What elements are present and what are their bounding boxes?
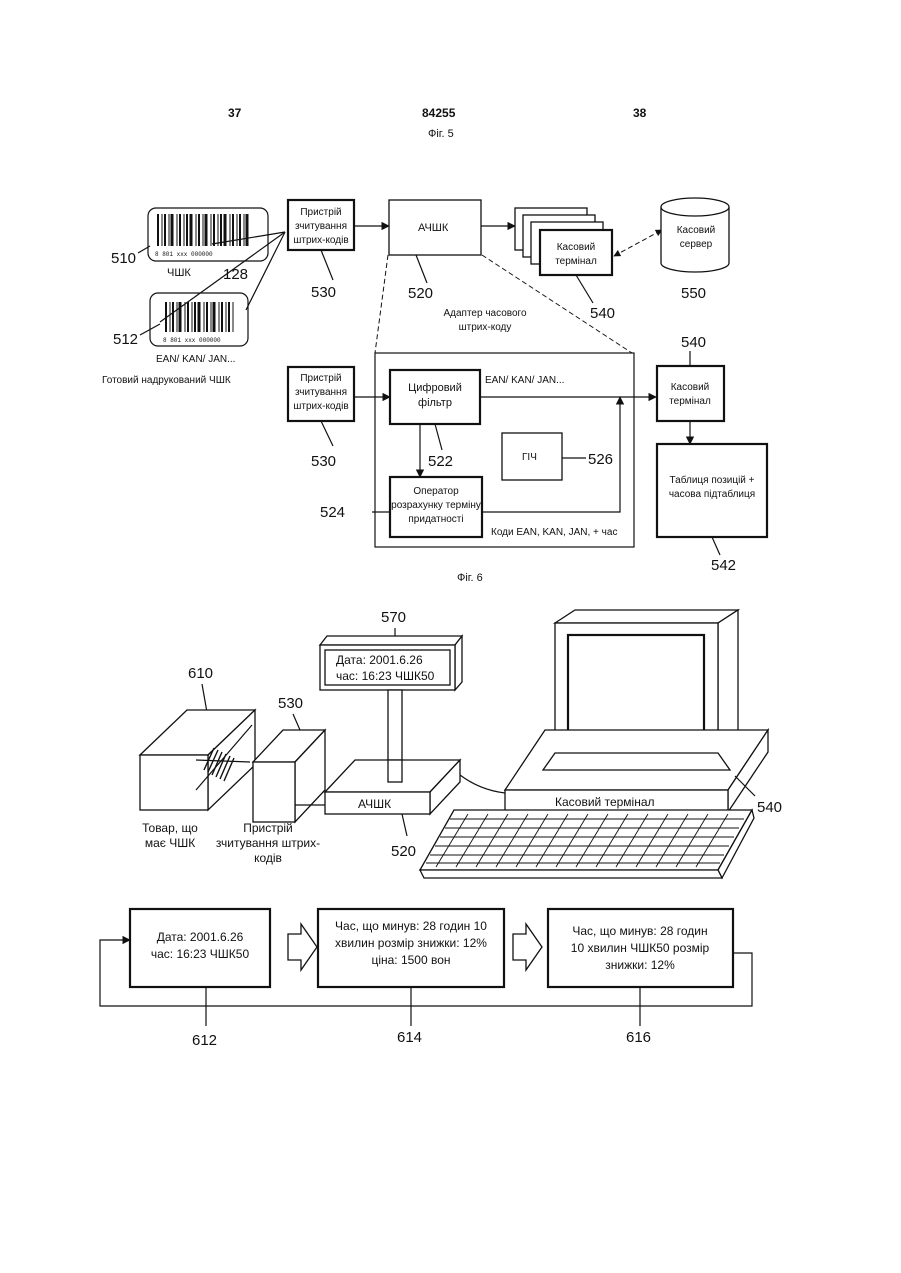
ref-540b: 540: [681, 334, 706, 351]
adapter-line1: Адаптер часового: [443, 308, 526, 319]
ref-542: 542: [711, 557, 736, 574]
ref-550: 550: [681, 285, 706, 302]
ref-520-fig6: 520: [391, 843, 416, 860]
svg-text:8 801 xxx 000000: 8 801 xxx 000000: [163, 337, 221, 344]
product-line1: Товар, що: [142, 821, 198, 835]
product-box-icon: [140, 710, 255, 810]
box2-line3: ціна: 1500 вон: [371, 953, 450, 967]
terminal-line1: Касовий: [557, 242, 596, 253]
server-line2: сервер: [680, 239, 713, 250]
terminal2-line2: термінал: [669, 396, 711, 407]
reader2-line3: штрих-кодів: [293, 401, 348, 412]
operator-line3: придатності: [408, 514, 463, 525]
codes-out-label: EAN/ KAN/ JAN...: [485, 375, 564, 386]
adapter-line2: штрих-коду: [459, 322, 512, 333]
box3-line1: Час, що минув: 28 годин: [572, 924, 707, 938]
ref-612: 612: [192, 1032, 217, 1049]
ref-614: 614: [397, 1029, 422, 1046]
ref-540-fig6: 540: [757, 799, 782, 816]
arrow-right-icon: [513, 924, 542, 970]
ref-570: 570: [381, 609, 406, 626]
page-number-right: 38: [633, 106, 647, 120]
patent-number: 84255: [422, 106, 456, 120]
display-pole-base: [388, 760, 402, 782]
label-cscb: ЧШК: [167, 267, 191, 279]
achshk-label: АЧШК: [418, 222, 449, 234]
reader2-line2: зчитування: [295, 387, 347, 398]
barcode-label-510: 8 801 xxx 000000: [148, 208, 268, 261]
barcode-label-512: 8 801 xxx 000000: [150, 293, 248, 346]
ref-530-fig6: 530: [278, 695, 303, 712]
ref-530b: 530: [311, 453, 336, 470]
box1-line2: час: 16:23 ЧШК50: [151, 947, 250, 961]
table-line1: Таблиця позицій +: [669, 474, 754, 486]
box3-line2: 10 хвилин ЧШК50 розмір: [571, 941, 710, 955]
page-number-left: 37: [228, 106, 242, 120]
ref-530: 530: [311, 284, 336, 301]
rtc-label: ГІЧ: [522, 452, 537, 463]
arrow-right-icon: [288, 924, 317, 970]
reader-fig6-line3: кодів: [254, 851, 282, 865]
box2-line2: хвилин розмір знижки: 12%: [335, 936, 487, 950]
filter-line1: Цифровий: [408, 382, 462, 394]
barcode-types: EAN/ KAN/ JAN...: [156, 354, 235, 365]
ref-522: 522: [428, 453, 453, 470]
display-line2: час: 16:23 ЧШК50: [336, 669, 435, 683]
barcode-bars-icon: [158, 214, 247, 246]
ref-540: 540: [590, 305, 615, 322]
terminal-box-2: [657, 366, 724, 421]
product-line2: має ЧШК: [145, 836, 195, 850]
ref-510: 510: [111, 250, 136, 267]
ref-512: 512: [113, 331, 138, 348]
keyboard-icon: [420, 810, 754, 878]
reader-line1: Пристрій: [300, 207, 341, 218]
fig5-caption: Фіг. 5: [428, 128, 454, 140]
box1-line1: Дата: 2001.6.26: [157, 930, 244, 944]
codes-time-label: Коди EAN, KAN, JAN, + час: [491, 527, 617, 538]
fig6-caption: Фіг. 6: [457, 572, 483, 584]
ref-526: 526: [588, 451, 613, 468]
svg-text:8 801 xxx 000000: 8 801 xxx 000000: [155, 251, 213, 258]
reader-fig6-line2: зчитування штрих-: [216, 836, 320, 850]
reader2-line1: Пристрій: [300, 373, 341, 384]
terminal-fig6-label: Касовий термінал: [555, 795, 655, 809]
box3-line3: знижки: 12%: [605, 958, 675, 972]
display-line1: Дата: 2001.6.26: [336, 653, 423, 667]
filter-line2: фільтр: [418, 397, 452, 409]
ref-524: 524: [320, 504, 345, 521]
printed-label-caption: Готовий надрукований ЧШК: [102, 375, 231, 386]
achshk-fig6-label: АЧШК: [358, 797, 391, 811]
reader-fig6-line1: Пристрій: [243, 821, 293, 835]
terminal2-line1: Касовий: [671, 382, 710, 393]
reader-line3: штрих-кодів: [293, 235, 348, 246]
barcode-reader-device: [253, 730, 325, 822]
ref-616: 616: [626, 1029, 651, 1046]
reader-line2: зчитування: [295, 221, 347, 232]
terminal-line2: термінал: [555, 256, 597, 267]
table-line2: часова підтаблиця: [669, 488, 755, 500]
operator-line2: розрахунку терміну: [391, 500, 481, 511]
display-pole: [388, 690, 402, 768]
server-line1: Касовий: [677, 225, 716, 236]
ref-520: 520: [408, 285, 433, 302]
operator-line1: Оператор: [413, 486, 459, 497]
barcode-bars-icon: [166, 302, 233, 332]
ref-610: 610: [188, 665, 213, 682]
box2-line1: Час, що минув: 28 годин 10: [335, 919, 487, 933]
